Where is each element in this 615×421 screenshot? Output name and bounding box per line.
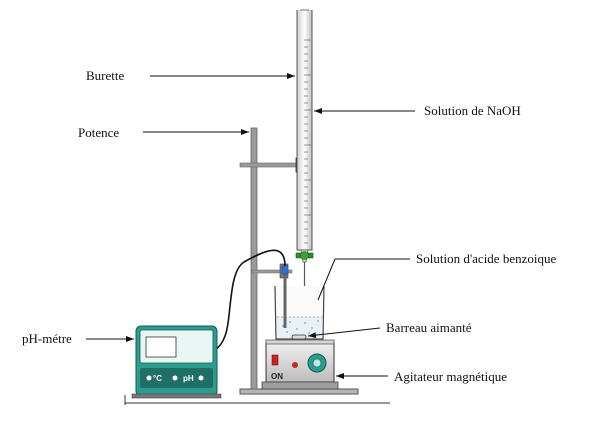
label-burette: Burette xyxy=(86,68,295,83)
ph-meter[interactable]: °C pH xyxy=(131,325,222,399)
burette-label: Burette xyxy=(86,68,124,83)
ph-unit-label: pH xyxy=(183,374,194,383)
meter-button-left[interactable] xyxy=(146,375,152,381)
meter-button-right[interactable] xyxy=(198,375,204,381)
label-acide: Solution d'acide benzoique xyxy=(317,251,556,301)
label-naoh: Solution de NaOH xyxy=(314,103,521,118)
label-phmetre: pH-métre xyxy=(22,331,134,346)
celsius-label: °C xyxy=(153,374,162,383)
magnetic-stirrer: ON xyxy=(261,339,339,390)
potence-label: Potence xyxy=(78,125,119,140)
acide-label: Solution d'acide benzoique xyxy=(416,251,556,266)
label-barreau: Barreau aimanté xyxy=(307,320,472,339)
probe-cable xyxy=(208,249,286,353)
agitateur-label: Agitateur magnétique xyxy=(394,369,507,384)
burette xyxy=(296,9,313,288)
burette-graduations xyxy=(304,39,311,244)
naoh-label: Solution de NaOH xyxy=(424,103,521,118)
beaker xyxy=(274,285,325,340)
label-potence: Potence xyxy=(78,125,249,140)
stopcock xyxy=(295,251,314,260)
stir-bar xyxy=(291,334,307,340)
barreau-label: Barreau aimanté xyxy=(386,320,472,335)
label-agitateur: Agitateur magnétique xyxy=(336,369,507,384)
meter-button-mid[interactable] xyxy=(172,375,178,381)
on-label: ON xyxy=(271,372,283,381)
ph-display xyxy=(145,336,177,358)
phmetre-label: pH-métre xyxy=(22,331,72,346)
